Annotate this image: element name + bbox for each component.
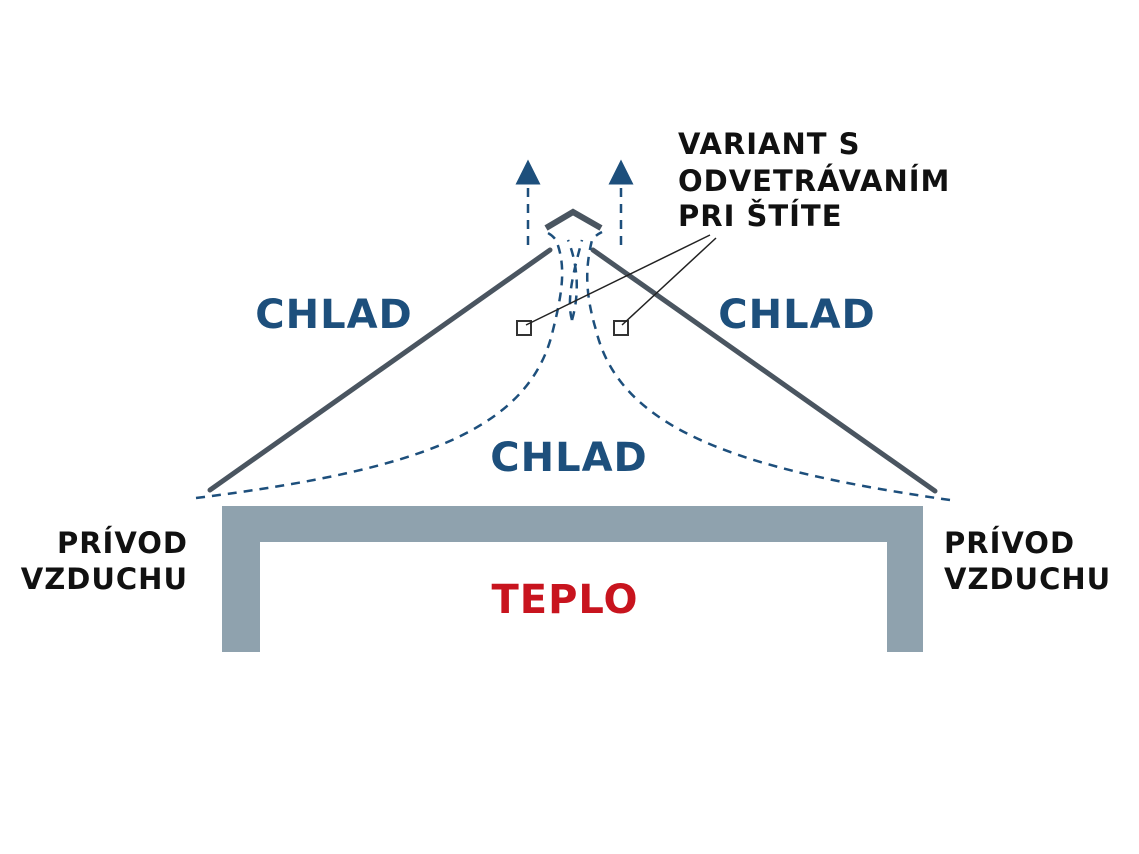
cold-label-center: CHLAD (490, 435, 647, 481)
callout-leader-right (621, 237, 717, 326)
warm-label: TEPLO (492, 577, 639, 623)
gable-vent-marker-left (516, 320, 532, 336)
cold-label-left: CHLAD (255, 292, 412, 338)
air-inlet-right-line-2: VZDUCHU (944, 562, 1111, 596)
airflow-path-center-left (566, 239, 578, 321)
airflow-paths (195, 159, 951, 502)
variant-callout-line-1: VARIANT S (678, 127, 861, 161)
cold-label-right: CHLAD (718, 292, 875, 338)
air-inlet-right-line-1: PRÍVOD (944, 526, 1075, 560)
airflow-path-right (586, 230, 951, 502)
gable-vent-marker-right (613, 320, 629, 336)
variant-callout-line-2: ODVETRÁVANÍM (678, 164, 950, 198)
airflow-path-center-right (568, 239, 584, 321)
building-walls (222, 506, 923, 652)
roof-slope-right (590, 247, 938, 494)
ridge-cap (544, 208, 603, 231)
roof-slope-left (207, 247, 553, 493)
airflow-path-left (195, 230, 564, 500)
callout-leader-left (525, 234, 711, 326)
air-inlet-left-line-1: PRÍVOD (57, 526, 188, 560)
air-inlet-left-line-2: VZDUCHU (21, 562, 188, 596)
variant-callout-line-3: PRI ŠTÍTE (678, 199, 843, 233)
